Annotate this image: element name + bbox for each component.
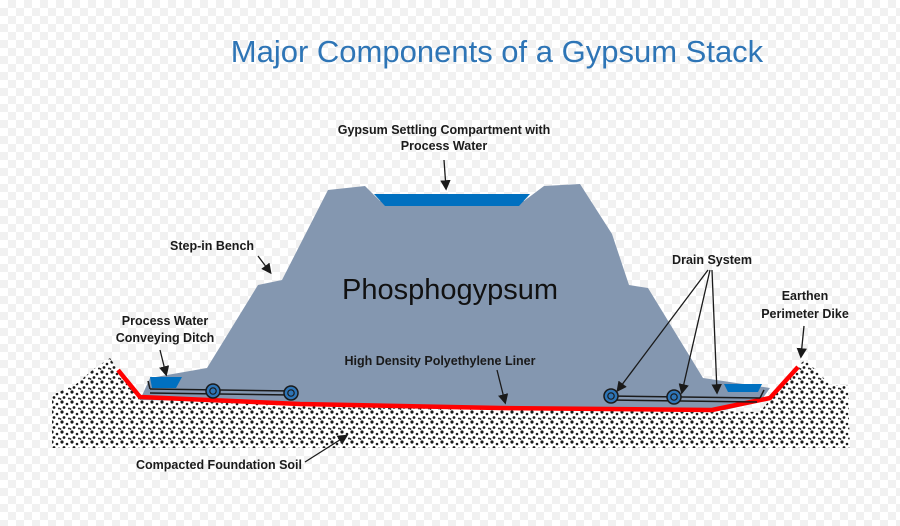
drain-pipe-icon: [283, 385, 299, 401]
earthen-dike-label-line2: Perimeter Dike: [761, 307, 849, 321]
drain-arrow-2: [678, 269, 711, 395]
step-in-bench-arrow: [257, 255, 272, 275]
earthen-dike-label-line1: Earthen: [782, 289, 829, 303]
diagram-title: Major Components of a Gypsum Stack: [231, 34, 764, 69]
foundation-label: Compacted Foundation Soil: [136, 458, 302, 472]
foundation-arrow: [304, 434, 349, 463]
drain-system-label: Drain System: [672, 253, 752, 267]
step-in-bench-label: Step-in Bench: [170, 239, 254, 253]
settling-compartment-label-line1: Gypsum Settling Compartment with: [338, 123, 551, 137]
ditch-label-line2: Conveying Ditch: [116, 331, 215, 345]
foundation-soil: [52, 358, 850, 448]
right-ditch-water: [724, 384, 762, 392]
settling-arrow: [440, 159, 451, 191]
hdpe-liner: [116, 365, 800, 413]
phosphogypsum-label: Phosphogypsum: [342, 274, 558, 306]
settling-compartment-label-line2: Process Water: [401, 139, 488, 153]
drain-pipe-icon: [603, 388, 619, 404]
ditch-label-line1: Process Water: [122, 314, 209, 328]
ditch-arrow: [159, 349, 170, 377]
drain-pipe-icon: [666, 389, 682, 405]
liner-arrow: [496, 369, 509, 405]
right-drain-system: [603, 388, 765, 405]
drain-arrow-3: [711, 269, 722, 395]
drain-pipe-icon: [205, 383, 221, 399]
drain-arrow-1: [616, 269, 709, 393]
phosphogypsum-stack: [140, 184, 770, 410]
left-drain-system: [147, 380, 299, 401]
left-ditch-water: [150, 377, 182, 388]
settling-compartment-water: [374, 194, 530, 206]
earthen-dike-arrow: [796, 325, 807, 359]
liner-label: High Density Polyethylene Liner: [344, 354, 535, 368]
